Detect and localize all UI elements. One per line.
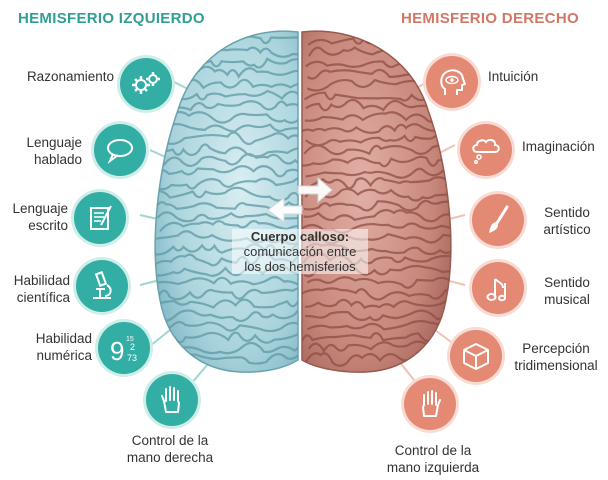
brain-fold: [155, 131, 298, 146]
left-hand-icon: [422, 390, 441, 417]
label-sentido-artistico: Sentido artístico: [543, 205, 591, 237]
brain-fold: [155, 100, 298, 112]
svg-text:15: 15: [126, 336, 134, 343]
brain-fold: [306, 276, 451, 289]
corpus-callosum-line2: los dos hemisferios: [232, 259, 368, 274]
brain-fold: [303, 208, 451, 223]
gears-icon: [132, 72, 160, 94]
corpus-callosum-caption: Cuerpo calloso: comunicación entre los d…: [232, 229, 368, 274]
label-sentido-musical: Sentido musical: [544, 275, 590, 307]
corpus-callosum-title: Cuerpo calloso:: [232, 229, 368, 244]
reasoning-circle: [120, 58, 172, 110]
brain-fold: [305, 297, 451, 310]
svg-text:9: 9: [110, 336, 124, 365]
left-hand-control-circle: [404, 378, 456, 430]
scientific-ability-circle: [76, 260, 128, 312]
brain-fold: [156, 110, 298, 124]
double-arrow-icon: [267, 176, 333, 223]
right-hand-control-circle: [146, 374, 198, 426]
3d-perception-circle: [450, 330, 502, 382]
brain-fold: [159, 220, 298, 233]
right-hand-icon: [161, 386, 180, 413]
brain-fold: [305, 176, 451, 190]
brain-fold: [155, 123, 298, 135]
intuition-circle: [426, 56, 478, 108]
label-lenguaje-hablado: Lenguaje hablado: [26, 135, 82, 167]
left-hemisphere-title: HEMISFERIO IZQUIERDO: [18, 10, 205, 27]
label-control-mano-izquierda: Control de la mano izquierda: [386, 443, 480, 475]
head-eye-icon: [440, 69, 466, 95]
brain-fold: [155, 165, 298, 178]
corpus-callosum-line1: comunicación entre: [232, 244, 368, 259]
label-razonamiento: Razonamiento: [26, 69, 114, 84]
label-habilidad-numerica: Habilidad numérica: [35, 331, 92, 363]
speech-bubble-icon: [107, 139, 133, 165]
brain-fold: [155, 176, 298, 191]
label-intuicion: Intuición: [488, 69, 539, 84]
brain-fold: [157, 341, 298, 355]
label-habilidad-cientifica: Habilidad científica: [13, 273, 70, 305]
brain-fold: [156, 287, 298, 301]
brain-fold: [156, 276, 298, 290]
brain-fold: [156, 89, 298, 101]
brain-fold: [155, 186, 298, 202]
brain-fold: [302, 155, 451, 168]
svg-text:73: 73: [127, 353, 137, 363]
right-hemisphere-title: HEMISFERIO DERECHO: [401, 10, 579, 27]
svg-text:2: 2: [130, 342, 135, 352]
imagination-circle: [460, 124, 512, 176]
brain-fold: [158, 320, 298, 333]
brain-fold: [155, 153, 298, 167]
paintbrush-icon: [489, 205, 509, 233]
artistic-sense-circle: [472, 194, 524, 246]
numeric-ability-circle: 9 15 2 73: [98, 322, 150, 374]
musical-sense-circle: [472, 262, 524, 314]
written-document-icon: [90, 205, 112, 230]
numbers-icon: 9 15 2 73: [110, 336, 137, 365]
brain-fold: [303, 199, 451, 212]
brain-fold: [304, 187, 451, 202]
label-imaginacion: Imaginación: [522, 139, 595, 154]
cube-icon: [463, 343, 489, 370]
spoken-language-circle: [94, 124, 146, 176]
brain-fold: [155, 143, 298, 158]
music-note-icon: [486, 278, 506, 302]
brain-fold: [305, 167, 451, 179]
label-lenguaje-escrito: Lenguaje escrito: [12, 201, 68, 233]
label-percepcion-tridimensional: Percepción tridimensional: [514, 341, 598, 373]
label-control-mano-derecha: Control de la mano derecha: [126, 433, 214, 465]
microscope-icon: [93, 271, 112, 299]
brain-fold: [159, 331, 298, 345]
thought-cloud-icon: [472, 138, 500, 164]
left-hemisphere: [154, 30, 299, 373]
brain-fold: [155, 297, 298, 309]
written-language-circle: [74, 192, 126, 244]
brain-fold: [155, 309, 298, 323]
